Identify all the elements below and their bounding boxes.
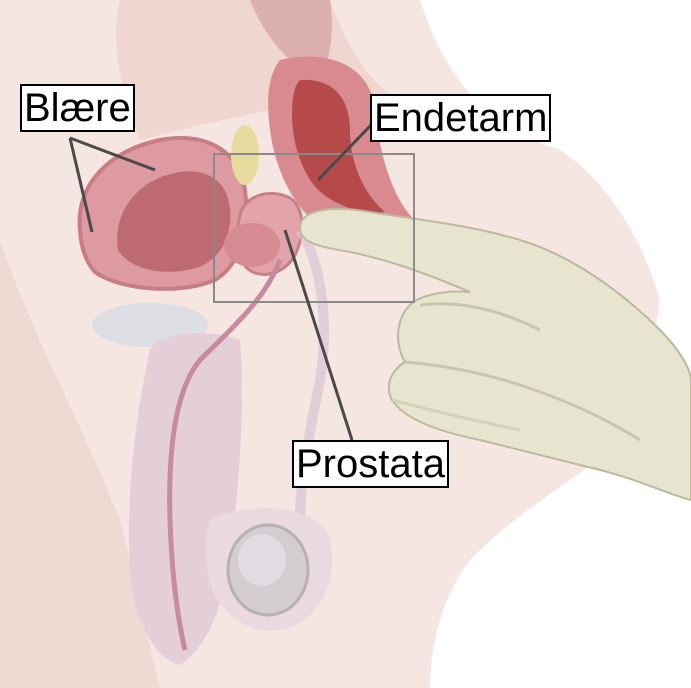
label-rectum: Endetarm: [370, 94, 551, 142]
label-bladder: Blære: [20, 84, 135, 132]
label-prostate: Prostata: [292, 440, 449, 488]
prostate-lobe: [224, 223, 280, 267]
testis-highlight: [238, 534, 286, 586]
